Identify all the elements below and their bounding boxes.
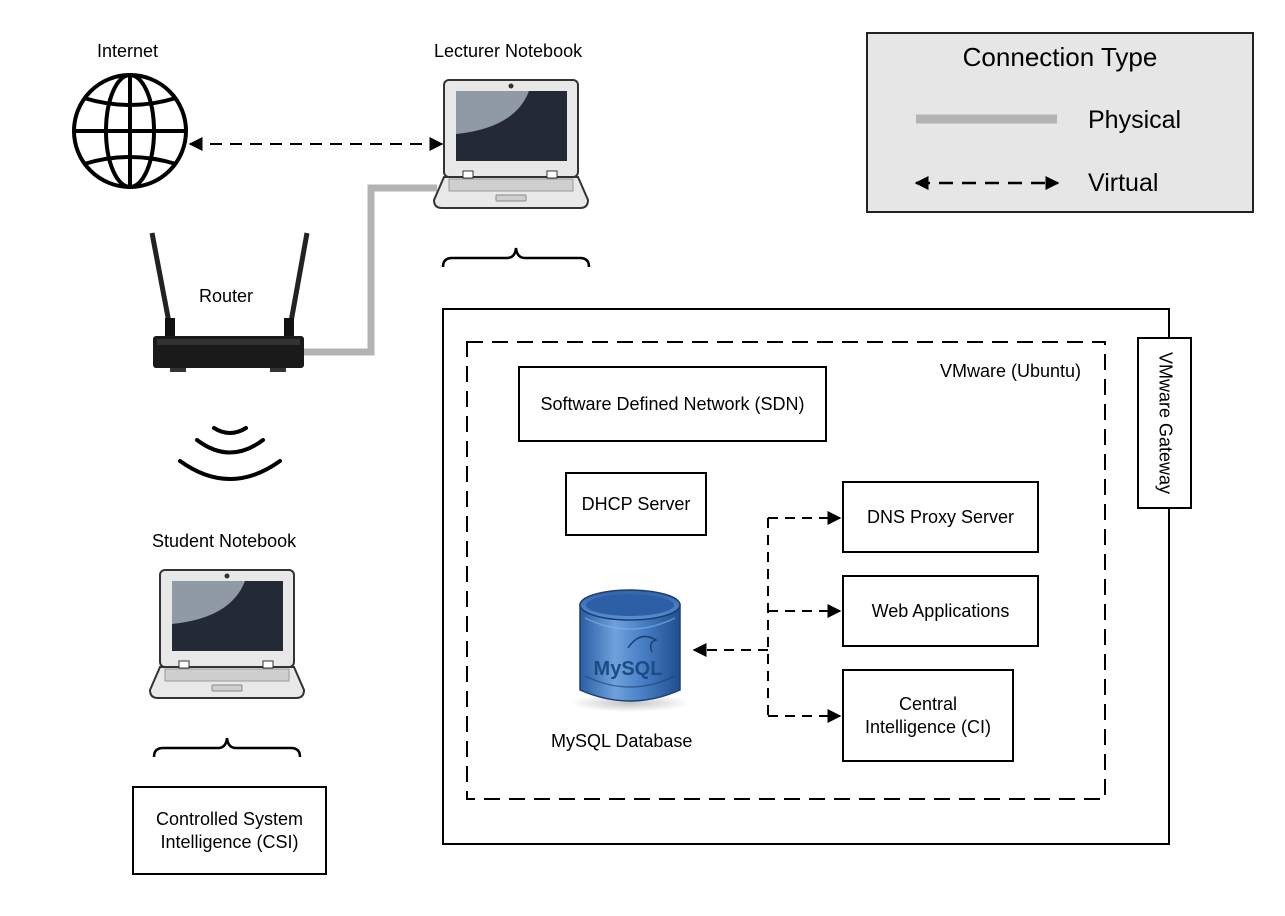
sdn-label: Software Defined Network (SDN) — [540, 393, 805, 414]
dns-proxy-box: DNS Proxy Server — [842, 481, 1039, 553]
ci-line2: Intelligence (CI) — [864, 716, 992, 737]
router-label: Router — [199, 286, 254, 306]
web-applications-box: Web Applications — [842, 575, 1039, 647]
virtual-links-mysql — [692, 511, 842, 723]
mysql-database-label: MySQL Database — [551, 731, 693, 751]
vmware-ubuntu-label: VMware (Ubuntu) — [940, 361, 1082, 381]
lecturer-notebook-label: Lecturer Notebook — [434, 41, 583, 61]
globe-icon — [72, 73, 188, 189]
database-icon: MySQL — [570, 589, 690, 712]
laptop-icon — [148, 569, 306, 699]
brace-student — [152, 737, 302, 758]
wifi-signal-icon — [178, 426, 282, 481]
csi-box: Controlled System Intelligence (CSI) — [132, 786, 327, 875]
mysql-logo-text: MySQL — [594, 658, 663, 680]
sdn-box: Software Defined Network (SDN) — [518, 366, 827, 442]
web-applications-label: Web Applications — [871, 600, 1010, 621]
vmware-gateway-label: VMware Gateway — [1155, 351, 1175, 495]
dhcp-server-label: DHCP Server — [581, 493, 691, 514]
legend-title: Connection Type — [962, 42, 1158, 72]
csi-line2: Intelligence (CSI) — [160, 831, 299, 852]
brace-lecturer — [441, 247, 591, 268]
internet-label: Internet — [97, 41, 159, 61]
legend-physical-label: Physical — [1088, 106, 1182, 134]
csi-line1: Controlled System — [155, 808, 304, 829]
physical-link-router-lecturer — [304, 184, 437, 356]
central-intelligence-box: Central Intelligence (CI) — [842, 669, 1014, 762]
vmware-gateway-box: VMware Gateway — [1137, 337, 1192, 509]
dns-proxy-label: DNS Proxy Server — [866, 506, 1015, 527]
legend: Connection Type Physical Virtual — [866, 32, 1254, 213]
legend-virtual-label: Virtual — [1088, 169, 1159, 197]
laptop-icon — [432, 79, 590, 209]
ci-line1: Central — [898, 693, 958, 714]
student-notebook-label: Student Notebook — [152, 531, 297, 551]
dhcp-server-box: DHCP Server — [565, 472, 707, 536]
